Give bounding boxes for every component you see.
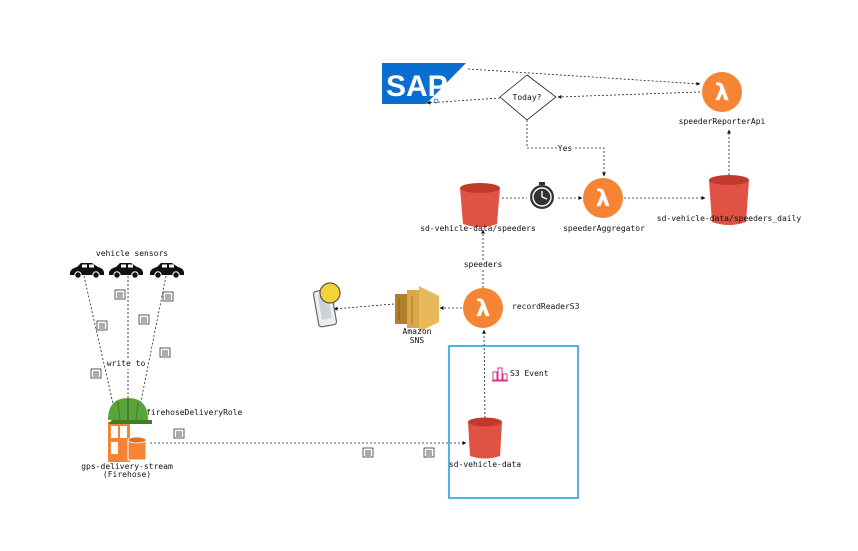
iam-role-helmet-icon — [108, 398, 152, 424]
vehicle-data-bucket-label: sd-vehicle-data — [448, 460, 522, 469]
firehose-icon — [108, 422, 147, 462]
s3-bucket-icon — [460, 183, 500, 227]
document-icon — [90, 368, 102, 379]
document-icon — [173, 428, 185, 439]
speeders-daily-bucket-label: sd-vehicle-data/speeders_daily — [656, 214, 802, 223]
edge-decision-to-sap — [426, 97, 501, 105]
document-icon — [362, 447, 374, 458]
svg-text:λ: λ — [476, 296, 491, 322]
document-icon — [159, 347, 171, 358]
clock-icon — [530, 182, 554, 209]
lambda-icon: λ — [583, 178, 623, 218]
sap-logo: SAP — [382, 63, 466, 104]
vehicle-sensors-label: vehicle sensors — [95, 249, 169, 258]
firehose-label-line2: (Firehose) — [102, 470, 152, 479]
yes-edge-label: Yes — [556, 144, 574, 154]
sns-icon — [395, 286, 439, 332]
speeder-aggregator-label: speederAggregator — [563, 224, 645, 233]
document-icon — [114, 289, 126, 300]
connectors — [83, 68, 731, 445]
delivery-role-label: firehoseDeliveryRole — [146, 408, 243, 417]
document-icon — [162, 291, 174, 302]
mobile-notification-icon — [312, 282, 341, 328]
decision-label: Today? — [512, 93, 542, 102]
edge-vehicledata-to-reader — [482, 329, 487, 419]
diamond-shape — [499, 74, 557, 121]
speeder-reporter-api-label: speederReporterApi — [678, 117, 766, 126]
edge-decision-yes-to-aggregator — [526, 120, 606, 177]
edge-car3-to-firehose — [139, 275, 167, 407]
car-icon — [109, 263, 143, 279]
edge-car1-to-firehose — [83, 275, 115, 409]
sns-label-line1: Amazon — [402, 327, 432, 336]
edge-sap-to-reporter — [467, 68, 701, 86]
document-icon — [138, 314, 150, 325]
document-icon — [423, 447, 435, 458]
sap-logo-text: SAP — [386, 70, 448, 103]
firehose-label-line1: gps-delivery-stream — [81, 462, 173, 471]
car-icon — [150, 263, 184, 279]
document-icon — [96, 320, 108, 331]
svg-text:λ: λ — [715, 80, 730, 106]
edge-sns-to-phone — [333, 303, 395, 311]
s3-event-icon — [492, 367, 508, 382]
s3-event-label: S3 Event — [510, 369, 549, 378]
speeders-edge-label: speeders — [462, 260, 504, 270]
speeders-bucket-label: sd-vehicle-data/speeders — [420, 224, 536, 233]
s3-event-boundary — [448, 345, 579, 499]
document-icons — [90, 289, 435, 458]
edge-reporter-to-decision — [557, 91, 701, 99]
lambda-icon: λ — [463, 288, 503, 328]
svg-text:λ: λ — [596, 186, 611, 212]
write-to-edge-label: write to — [105, 359, 147, 369]
sns-label-line2: SNS — [409, 336, 425, 345]
lambda-icon: λ — [702, 72, 742, 112]
s3-bucket-icon — [709, 175, 749, 225]
record-reader-label: recordReaderS3 — [512, 302, 580, 311]
car-icon — [70, 263, 104, 279]
s3-bucket-icon — [468, 417, 502, 459]
